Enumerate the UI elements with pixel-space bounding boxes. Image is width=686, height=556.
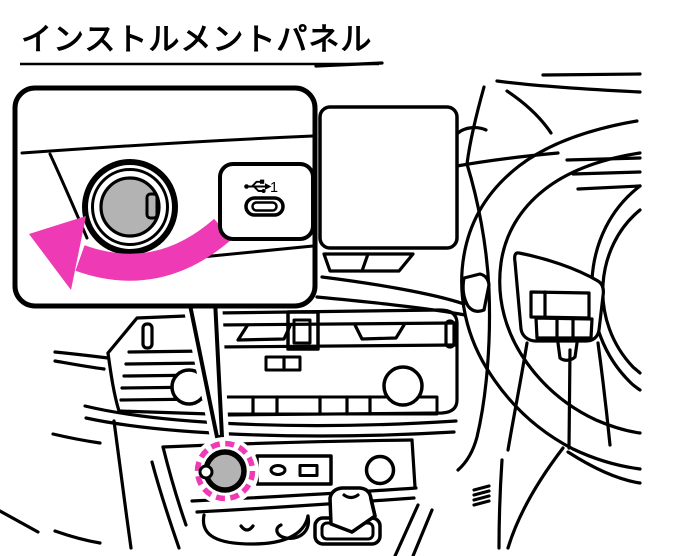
gear-shifter xyxy=(313,486,382,546)
outlet-cap-tab xyxy=(145,192,159,220)
steering-wheel xyxy=(460,119,642,550)
usb-port-panel: 1 xyxy=(218,162,315,241)
usb-port-number: 1 xyxy=(270,180,278,196)
main-illustration xyxy=(0,61,642,556)
right-climate-knob xyxy=(382,365,424,407)
outlet-cap-notch xyxy=(198,464,214,480)
usb-icon xyxy=(244,179,272,193)
dashed-circle-highlight xyxy=(194,440,256,502)
steering-wheel-buttons xyxy=(513,251,605,343)
usb-c-port xyxy=(244,196,285,217)
outlet-cap-closeup xyxy=(99,176,161,238)
dashboard-shelf-lines xyxy=(455,151,642,191)
climate-control-panel xyxy=(53,308,459,438)
display-screen xyxy=(315,105,492,472)
power-outlet-highlight xyxy=(191,437,259,505)
console-switch-panel xyxy=(255,454,333,486)
rotate-counterclockwise-arrow-icon xyxy=(29,216,232,290)
power-outlet-closeup xyxy=(80,157,180,257)
callout-pointer-wedge xyxy=(182,293,229,444)
wiper-stalk-knob xyxy=(461,272,491,313)
cup-holder xyxy=(201,513,311,546)
callout-box: 1 xyxy=(12,85,318,309)
console-knob xyxy=(364,454,396,486)
title-text: インストルメントパネル xyxy=(21,22,372,57)
page-title: インストルメントパネル xyxy=(20,22,379,66)
